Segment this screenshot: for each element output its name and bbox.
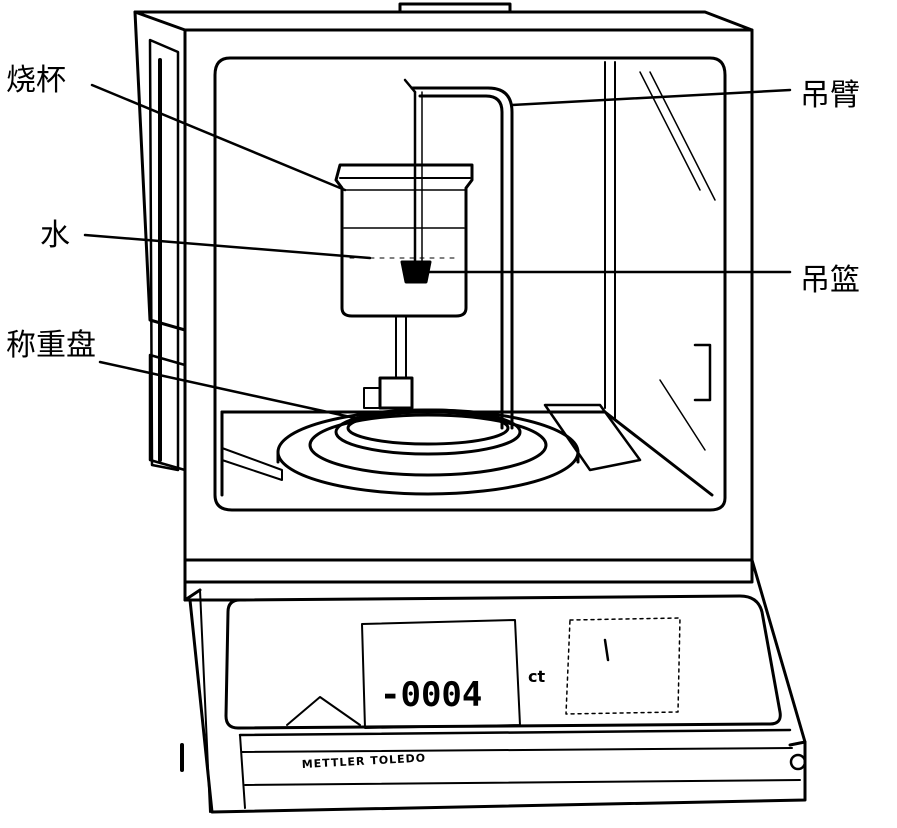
balance-base	[180, 558, 807, 814]
label-hanging-arm: 吊臂	[800, 78, 860, 113]
hanging-basket	[400, 260, 432, 284]
beaker	[334, 163, 474, 318]
leader-water	[83, 233, 372, 260]
chamber-floor	[220, 403, 714, 497]
beaker-support	[363, 315, 414, 410]
hanging-arm	[403, 78, 514, 430]
label-hanging-basket: 吊篮	[800, 263, 860, 298]
weighing-pan	[276, 408, 580, 496]
leader-weighing-pan	[98, 360, 357, 420]
front-glass-window	[213, 56, 727, 512]
draft-shield-housing	[133, 2, 754, 562]
label-water: 水	[40, 218, 70, 253]
leader-lines	[83, 83, 792, 420]
label-weighing-pan: 称重盘	[6, 328, 96, 363]
label-beaker: 烧杯	[6, 63, 66, 98]
brand-text: METTLER TOLEDO	[301, 752, 426, 771]
display-panel	[224, 594, 782, 730]
leader-beaker	[90, 83, 347, 192]
display-reading: -0004	[380, 675, 482, 715]
leader-hanging-arm	[510, 88, 792, 107]
display-unit: ct	[528, 667, 545, 686]
